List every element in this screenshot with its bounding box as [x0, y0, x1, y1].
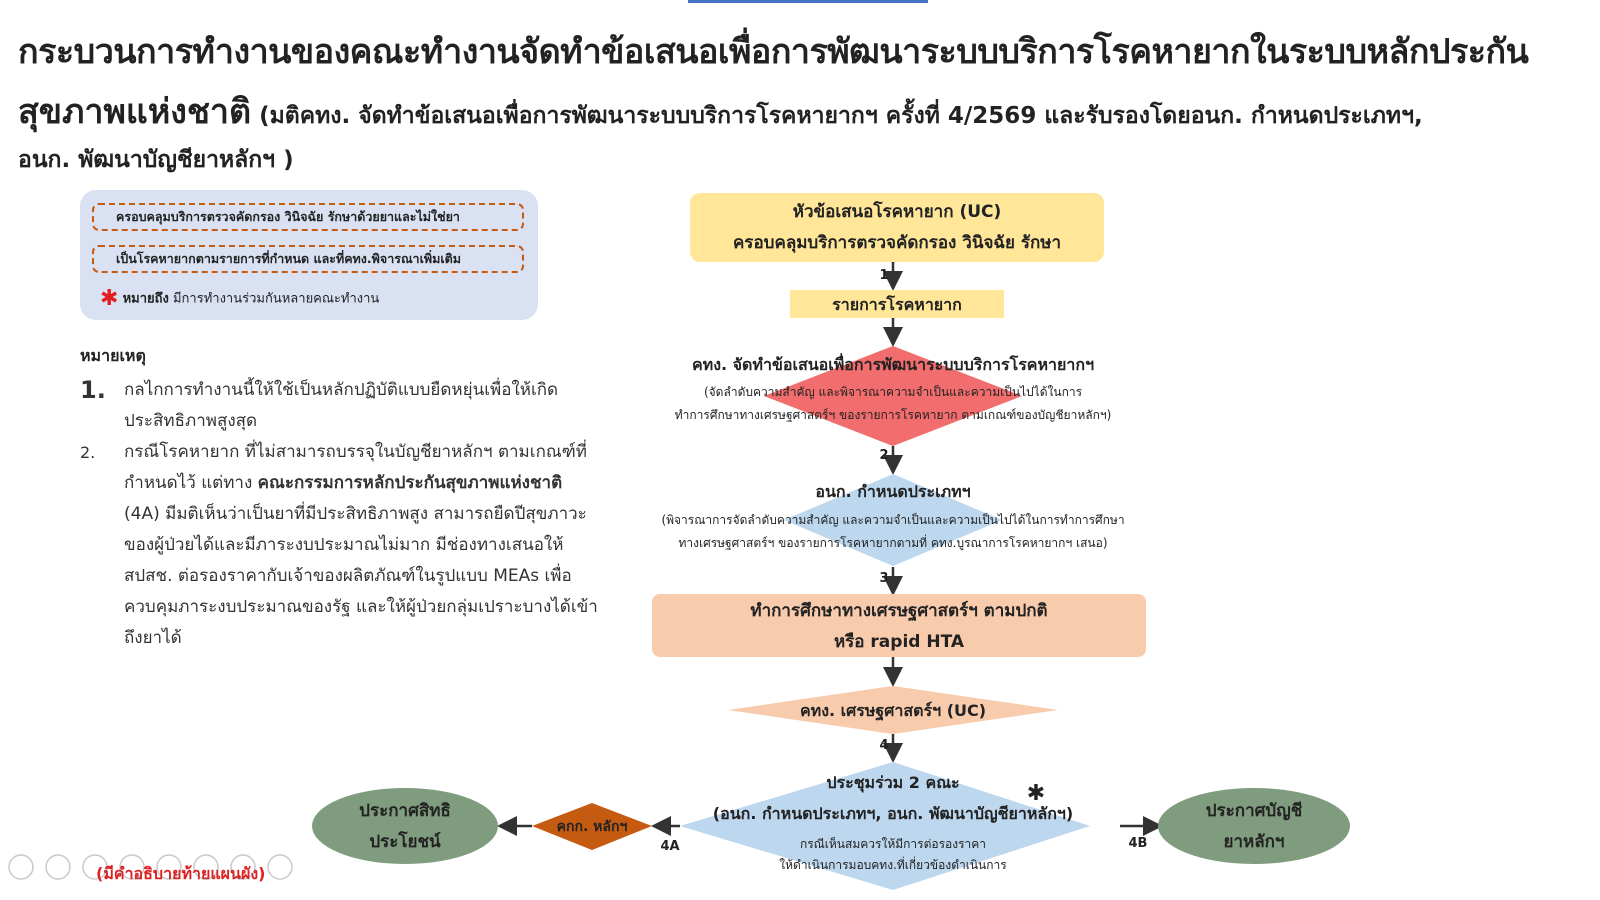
page-title-main: สุขภาพแห่งชาติ	[18, 92, 252, 132]
slides-icon[interactable]	[119, 854, 145, 880]
d2-sub2: ทางเศรษฐศาสตร์ฯ ของรายการโรคหายากตามที่ …	[678, 534, 1107, 551]
legend-box: ครอบคลุมบริการตรวจคัดกรอง วินิจฉัย รักษา…	[80, 190, 538, 320]
d4-title: ประชุมร่วม 2 คณะ	[826, 773, 959, 793]
drug-list-announcement-ellipse	[1158, 788, 1350, 864]
prev-slide-icon[interactable]	[8, 854, 34, 880]
rare-disease-topic-box	[690, 193, 1104, 262]
page-title-line2: สุขภาพแห่งชาติ (มติคทง. จัดทำข้อเสนอเพื่…	[18, 84, 1588, 144]
step-2-label: 2	[879, 448, 888, 463]
benefit-announcement-ellipse	[312, 788, 498, 864]
economics-group-diamond	[728, 686, 1058, 734]
d1-title: คทง. จัดทำข้อเสนอเพื่อการพัฒนาระบบบริการ…	[692, 353, 1094, 374]
d1-sub1: (จัดลำดับความสำคัญ และพิจารณาความจำเป็นแ…	[704, 384, 1083, 399]
econ-line2: หรือ rapid HTA	[834, 631, 965, 652]
note-2-text-bold: คณะกรรมการหลักประกันสุขภาพแห่งชาติ	[257, 473, 563, 493]
step-1-label: 1	[879, 268, 888, 283]
box1-line1: หัวข้อเสนอโรคหายาก (UC)	[793, 201, 1002, 222]
step-4-label: 4	[879, 738, 888, 753]
d2-sub1: (พิจารณาการจัดลำดับความสำคัญ และความจำเป…	[661, 512, 1124, 527]
legend-star-label: หมายถึง	[122, 291, 169, 307]
asterisk-icon: ✱	[100, 286, 119, 311]
rare-disease-list-label: รายการโรคหายาก	[832, 294, 962, 314]
page-title-line3: อนก. พัฒนาบัญชียาหลักฯ )	[18, 147, 294, 173]
camera-icon[interactable]	[230, 854, 256, 880]
d2-title: อนก. กำหนดประเภทฯ	[815, 482, 970, 501]
rare-disease-list-box	[790, 290, 1004, 318]
legend-star-row: ✱ หมายถึง มีการทำงานร่วมกันหลายคณะทำงาน	[100, 288, 380, 310]
notes-title: หมายเหตุ	[80, 346, 146, 365]
more-icon[interactable]	[267, 854, 293, 880]
legend-item-coverage: ครอบคลุมบริการตรวจคัดกรอง วินิจฉัย รักษา…	[92, 203, 524, 231]
note-2-text-a: กรณีโรคหายาก ที่ไม่สามารถบรรจุในบัญชียาห…	[124, 442, 587, 493]
working-group-diamond	[764, 346, 1022, 446]
notes-section: หมายเหตุ 1. กลไกการทำงานนี้ให้ใช้เป็นหลั…	[80, 344, 600, 654]
pen-icon[interactable]	[82, 854, 108, 880]
d1-sub2: ทำการศึกษาทางเศรษฐศาสตร์ฯ ของรายการโรคหา…	[675, 408, 1112, 422]
ellipse-right-line1: ประกาศบัญชี	[1206, 800, 1303, 821]
ellipse-left-line1: ประกาศสิทธิ	[359, 801, 451, 821]
note-2: 2. กรณีโรคหายาก ที่ไม่สามารถบรรจุในบัญชี…	[80, 437, 600, 654]
economic-study-box	[652, 594, 1146, 657]
page-title-subtitle: (มติคทง. จัดทำข้อเสนอเพื่อการพัฒนาระบบบร…	[251, 103, 1423, 129]
d4-line2: (อนก. กำหนดประเภทฯ, อนก. พัฒนาบัญชียาหลั…	[713, 804, 1073, 824]
note-1: 1. กลไกการทำงานนี้ให้ใช้เป็นหลักปฏิบัติแ…	[80, 375, 600, 437]
nhso-board-diamond	[532, 803, 652, 850]
legend-item-disease-list: เป็นโรคหายากตามรายการที่กำหนด และที่คทง.…	[92, 245, 524, 273]
legend-star-text: มีการทำงานร่วมกันหลายคณะทำงาน	[168, 291, 380, 307]
note-2-number: 2.	[80, 443, 96, 462]
note-2-text-b: (4A) มีมติเห็นว่าเป็นยาที่มีประสิทธิภาพส…	[124, 504, 598, 648]
footer-note: (มีคำอธิบายท้ายแผนผัง)	[96, 864, 266, 883]
subtitle-icon[interactable]	[193, 854, 219, 880]
note-1-number: 1.	[80, 376, 106, 404]
ellipse-right-line2: ยาหลักฯ	[1224, 832, 1285, 852]
nhso-board-label: คกก. หลักฯ	[557, 819, 628, 835]
step-4a-label: 4A	[660, 839, 679, 854]
page-title-line1: กระบวนการทำงานของคณะทำงานจัดทำข้อเสนอเพื…	[18, 32, 1529, 72]
slide-nav-toolbar	[8, 854, 293, 880]
d4-sub2: ให้ดำเนินการมอบคทง.ที่เกี่ยวข้องดำเนินกา…	[779, 856, 1007, 872]
d3-title: คทง. เศรษฐศาสตร์ฯ (UC)	[800, 701, 986, 721]
joint-meeting-diamond	[680, 762, 1090, 890]
top-accent-bar	[688, 0, 928, 3]
asterisk-icon: ✱	[1027, 781, 1045, 806]
note-1-text: กลไกการทำงานนี้ให้ใช้เป็นหลักปฏิบัติแบบย…	[124, 380, 559, 431]
box1-line2: ครอบคลุมบริการตรวจคัดกรอง วินิจฉัย รักษา	[733, 233, 1061, 253]
subcommittee-classify-diamond	[784, 474, 1002, 566]
d4-sub1: กรณีเห็นสมควรให้มีการต่อรองราคา	[800, 836, 986, 851]
next-slide-icon[interactable]	[45, 854, 71, 880]
zoom-icon[interactable]	[156, 854, 182, 880]
step-3-label: 3	[879, 571, 888, 586]
econ-line1: ทำการศึกษาทางเศรษฐศาสตร์ฯ ตามปกติ	[750, 600, 1047, 622]
step-4b-label: 4B	[1129, 836, 1148, 851]
ellipse-left-line2: ประโยชน์	[369, 831, 441, 852]
